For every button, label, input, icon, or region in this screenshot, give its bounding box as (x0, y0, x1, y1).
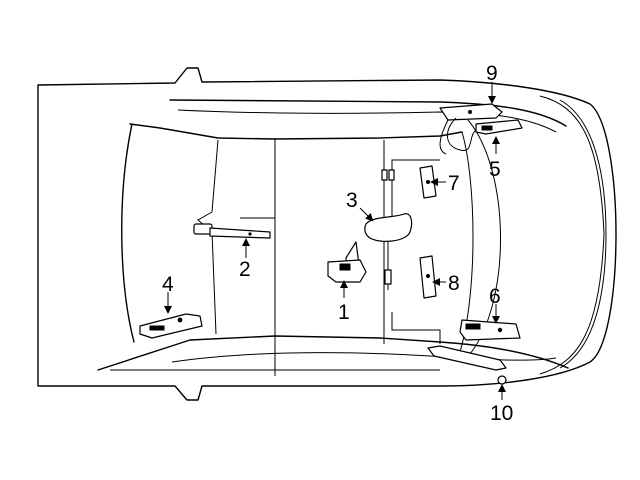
sensor-7-bolt (426, 180, 430, 184)
rear-cabin-outline (121, 123, 135, 343)
callout-4: 4 (162, 273, 174, 296)
harness-cable-2 (439, 119, 449, 155)
console-bracket-bottom (391, 312, 441, 344)
rear-seat-back (197, 139, 219, 335)
sensor-8-bolt (426, 274, 430, 278)
arrow-3 (359, 207, 374, 222)
sensor-4-plug (149, 325, 165, 331)
rear-left-sensor (139, 313, 203, 339)
sensor-bolt (248, 232, 252, 236)
connector-b (388, 169, 395, 181)
cabin-interior (121, 119, 501, 376)
callout-labels: 1 2 3 4 5 6 7 8 9 10 (162, 62, 513, 425)
connector-a (381, 169, 388, 181)
callout-9: 9 (486, 62, 498, 85)
curtain-airbag-harness (439, 103, 503, 155)
callout-10: 10 (490, 402, 513, 425)
upper-sill-line (177, 109, 557, 133)
callout-3: 3 (346, 189, 358, 212)
callout-7: 7 (448, 172, 460, 195)
sensor-4-bolt (177, 317, 183, 323)
front-upper-sensor (475, 119, 523, 135)
sensor-6-body (459, 319, 521, 341)
upper-side-structure (129, 99, 567, 140)
lower-curtain-bracket (427, 345, 507, 385)
sensor-4-body (139, 313, 203, 339)
harness-cable (447, 117, 477, 152)
inflator-bolt (468, 110, 472, 114)
sensor-6-bolt (497, 327, 503, 333)
front-bumper-line (559, 99, 607, 369)
rear-sensor-bar (193, 223, 271, 239)
callout-2: 2 (239, 258, 251, 281)
bracket-clip (497, 375, 507, 385)
front-cabin-edge (459, 131, 474, 353)
callout-arrows (164, 82, 506, 400)
sensor-5-plug (481, 125, 493, 131)
callout-8: 8 (448, 272, 460, 295)
vehicle-body (37, 67, 617, 401)
sensor-end (193, 223, 213, 235)
module-connector (339, 263, 351, 271)
sensor-6-plug (465, 323, 481, 330)
connector-c (384, 269, 392, 285)
front-lower-sensor (459, 319, 521, 341)
module-body (327, 259, 367, 283)
side-impact-sensor-upper (419, 165, 437, 199)
sensor-bar (209, 227, 271, 239)
bracket-arm (427, 345, 507, 371)
upper-roof-rail (169, 99, 567, 127)
occupant-sensor-mat (364, 169, 413, 290)
body-inner-edge (539, 95, 605, 375)
seat-cushion-outline (364, 213, 413, 242)
callout-6: 6 (489, 285, 501, 308)
callout-5: 5 (489, 158, 501, 181)
side-impact-sensor-lower (419, 255, 437, 299)
airbag-control-module (327, 241, 367, 283)
lower-sill-line (171, 352, 557, 363)
upper-door-line (129, 123, 463, 140)
lower-roof-rail (97, 335, 569, 371)
callout-1: 1 (338, 301, 350, 324)
body-outer-outline (37, 67, 617, 401)
